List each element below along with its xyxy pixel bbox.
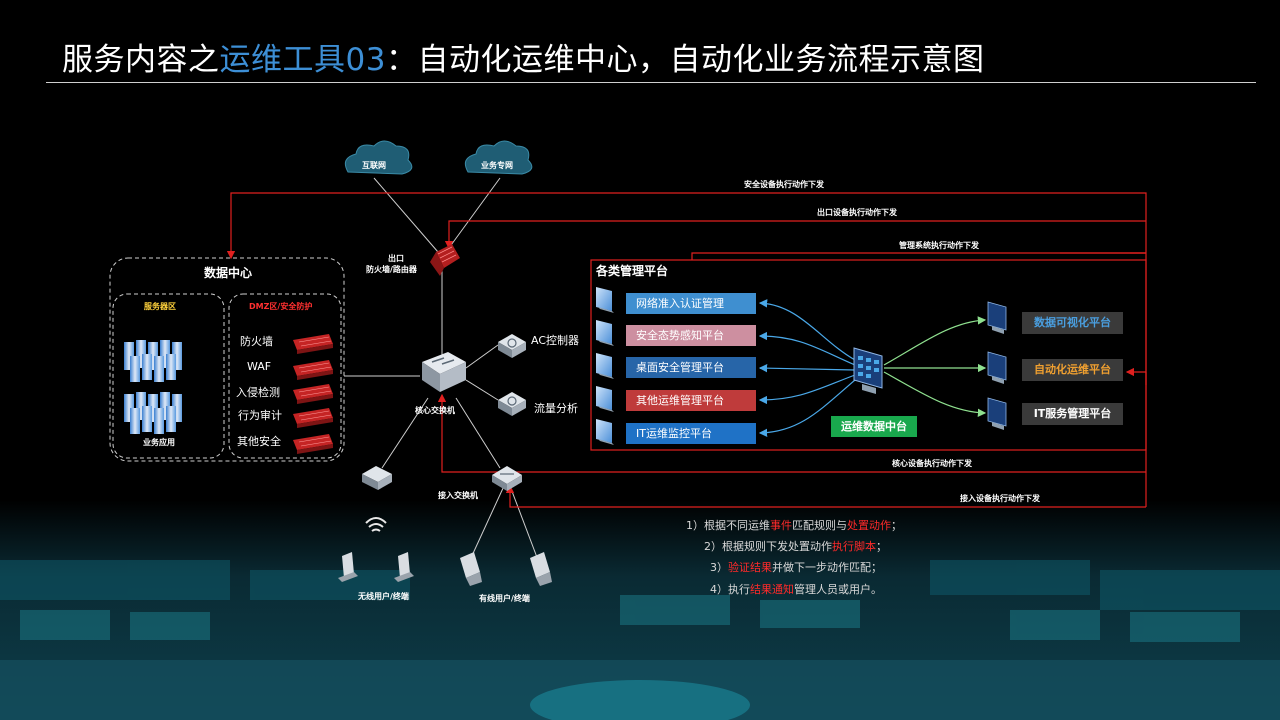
- core-switch-label: 核心交换机: [415, 406, 455, 415]
- flow-label-security: 安全设备执行动作下发: [744, 180, 824, 189]
- wireless-user-icon-1: [338, 552, 358, 582]
- platform-security-situation[interactable]: 安全态势感知平台: [626, 325, 756, 346]
- note-4: 4）执行结果通知管理人员或用户。: [710, 583, 882, 596]
- platform-other-ops[interactable]: 其他运维管理平台: [626, 390, 756, 411]
- right-platform-visualization[interactable]: 数据可视化平台: [1022, 312, 1123, 334]
- dmz-device-audit: 行为审计: [238, 409, 282, 422]
- exit-label-1: 出口: [388, 254, 404, 263]
- datacenter-title: 数据中心: [204, 266, 253, 280]
- exit-label-2: 防火墙/路由器: [366, 265, 417, 274]
- wired-user-icon-2: [530, 552, 552, 586]
- wired-user-icon-1: [460, 552, 482, 586]
- data-hub-monitor-icon: [853, 347, 883, 394]
- flow-label-management: 管理系统执行动作下发: [899, 241, 979, 250]
- flow-label-exit: 出口设备执行动作下发: [817, 208, 897, 217]
- security-appliance-icons: [293, 334, 333, 454]
- ac-controller-label: AC控制器: [531, 334, 580, 347]
- cloud-internet-icon: [344, 140, 413, 175]
- platform-desktop-security[interactable]: 桌面安全管理平台: [626, 357, 756, 378]
- title-divider: [46, 82, 1256, 83]
- dmz-device-waf: WAF: [247, 360, 272, 373]
- traffic-analysis-label: 流量分析: [534, 402, 578, 415]
- title-part-1: 服务内容之: [62, 42, 220, 78]
- ops-data-center-label[interactable]: 运维数据中台: [831, 416, 917, 437]
- wireless-users-label: 无线用户/终端: [358, 592, 409, 601]
- platform-it-monitoring[interactable]: IT运维监控平台: [626, 423, 756, 444]
- right-platform-automation[interactable]: 自动化运维平台: [1022, 359, 1123, 381]
- title-part-2: ：自动化运维中心，自动化业务流程示意图: [385, 42, 985, 78]
- wireless-ap-icon: [362, 466, 392, 490]
- ac-controller-icon: [498, 334, 526, 358]
- cloud-private-icon: [464, 140, 533, 175]
- server-cluster-icon-top: [124, 340, 182, 382]
- server-zone-label: 服务器区: [144, 302, 176, 311]
- firewall-router-icon: [430, 244, 460, 276]
- note-1: 1）根据不同运维事件匹配规则与处置动作；: [686, 519, 902, 532]
- server-app-label: 业务应用: [143, 438, 175, 447]
- note-2: 2）根据规则下发处置动作执行脚本；: [704, 540, 887, 553]
- cloud-internet-label: 互联网: [362, 161, 386, 170]
- platform-monitor-icons: [596, 287, 614, 445]
- server-cluster-icon-bottom: [124, 392, 182, 434]
- dmz-device-firewall: 防火墙: [240, 335, 273, 348]
- traffic-analysis-icon: [498, 392, 526, 416]
- flow-label-access: 接入设备执行动作下发: [960, 494, 1040, 503]
- flow-label-core: 核心设备执行动作下发: [892, 459, 972, 468]
- page-title: 服务内容之运维工具03：自动化运维中心，自动化业务流程示意图: [62, 34, 984, 79]
- dmz-zone-label: DMZ区/安全防护: [249, 302, 313, 311]
- core-switch-icon: [422, 352, 466, 392]
- title-highlight: 运维工具03: [219, 42, 386, 78]
- right-monitor-icons: [987, 301, 1007, 430]
- platforms-title: 各类管理平台: [596, 264, 669, 278]
- control-room-background: [0, 500, 1280, 720]
- wired-users-label: 有线用户/终端: [479, 594, 530, 603]
- wireless-user-icon-2: [394, 552, 414, 582]
- note-3: 3）验证结果并做下一步动作匹配；: [710, 561, 882, 574]
- platform-network-access[interactable]: 网络准入认证管理: [626, 293, 756, 314]
- wifi-signal-icon: [365, 517, 387, 532]
- dmz-device-other: 其他安全: [237, 435, 281, 448]
- access-switch-icon: [492, 466, 522, 491]
- right-platform-itsm[interactable]: IT服务管理平台: [1022, 403, 1123, 425]
- cloud-private-label: 业务专网: [481, 161, 513, 170]
- dmz-device-ids: 入侵检测: [236, 386, 280, 399]
- access-switch-label: 接入交换机: [438, 491, 478, 500]
